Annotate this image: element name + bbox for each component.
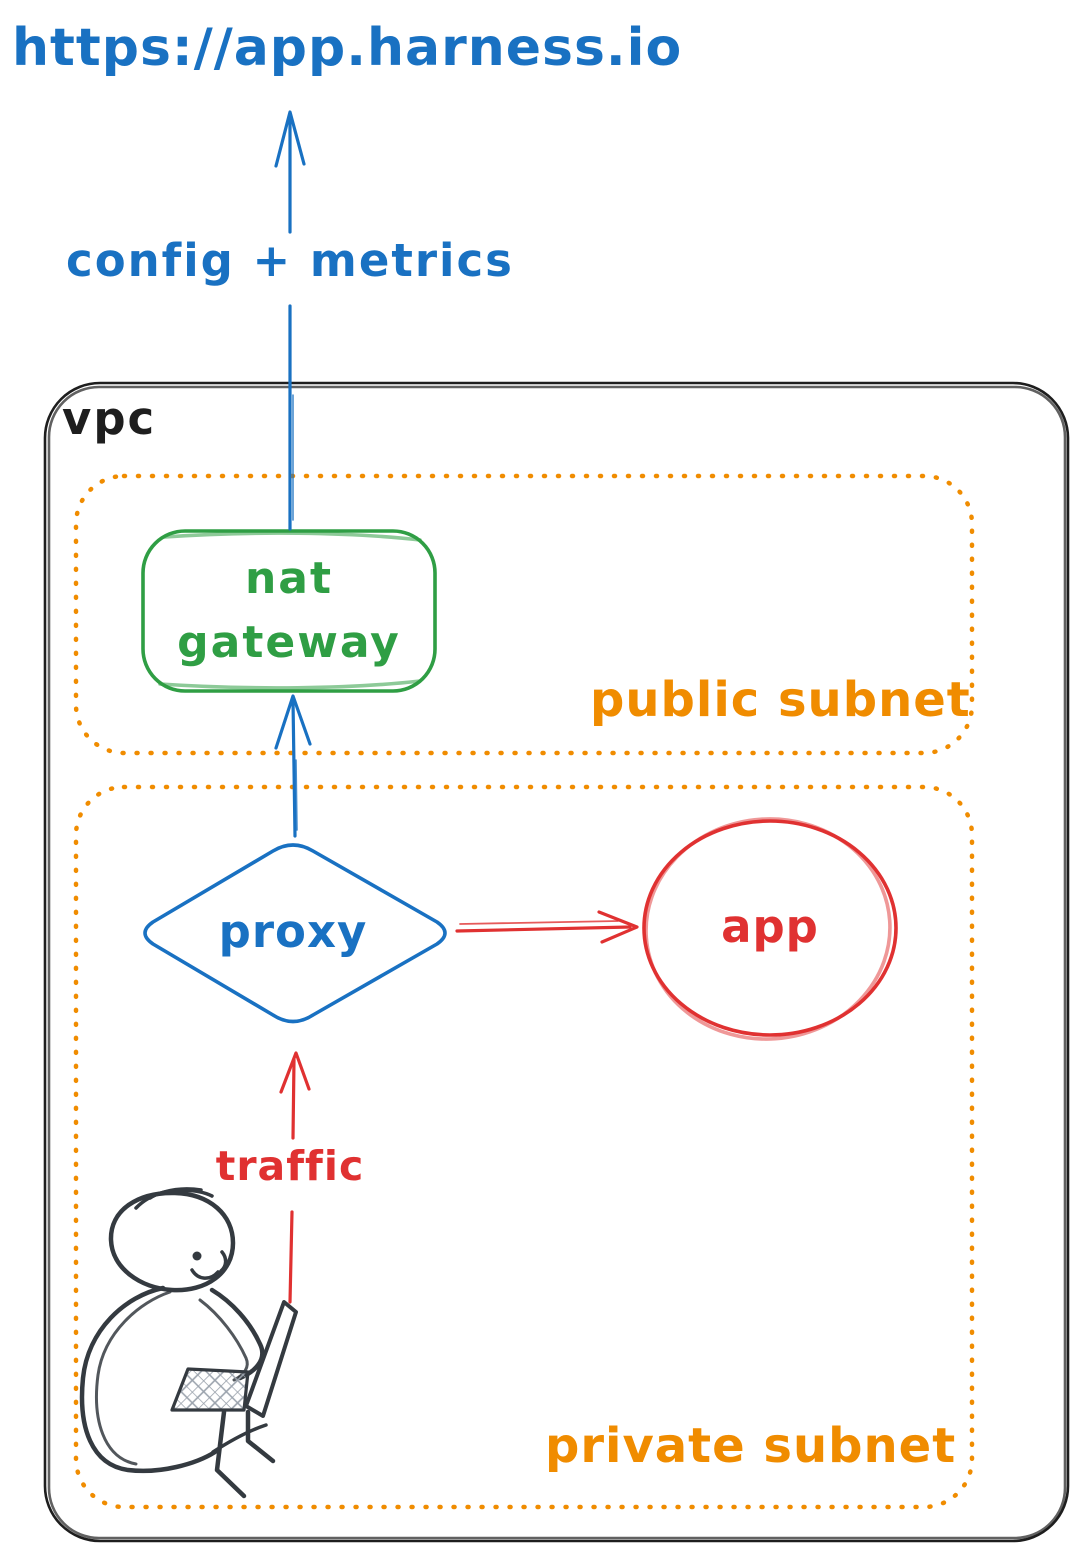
private-subnet-label: private subnet bbox=[545, 1418, 957, 1474]
vpc-label: vpc bbox=[62, 392, 157, 445]
private-subnet-box bbox=[73, 784, 975, 1510]
app-circle bbox=[642, 817, 898, 1041]
traffic-label: traffic bbox=[215, 1142, 365, 1190]
laptop-illustration bbox=[170, 1300, 298, 1418]
nat-gateway-label-line2: gateway bbox=[177, 617, 401, 668]
arrow-config-metrics bbox=[274, 110, 306, 531]
nat-gateway-label-line1: nat bbox=[244, 553, 334, 605]
public-subnet-label: public subnet bbox=[590, 672, 971, 728]
external-url-label: https://app.harness.io bbox=[12, 18, 683, 78]
proxy-label: proxy bbox=[218, 905, 368, 958]
arrow-proxy-to-app bbox=[455, 910, 639, 944]
person-with-laptop-illustration bbox=[79, 1187, 276, 1499]
config-metrics-label: config + metrics bbox=[66, 234, 514, 287]
arrow-traffic-to-proxy bbox=[279, 1051, 311, 1304]
app-label: app bbox=[721, 900, 819, 953]
laptop-keyboard bbox=[170, 1367, 250, 1412]
vpc-box bbox=[43, 381, 1070, 1543]
laptop-screen bbox=[244, 1300, 298, 1418]
proxy-diamond bbox=[143, 843, 447, 1024]
public-subnet-box bbox=[73, 473, 975, 756]
nat-gateway-label: nat gateway bbox=[143, 531, 435, 691]
nat-gateway-box bbox=[141, 529, 437, 693]
arrow-proxy-to-nat bbox=[274, 694, 312, 838]
